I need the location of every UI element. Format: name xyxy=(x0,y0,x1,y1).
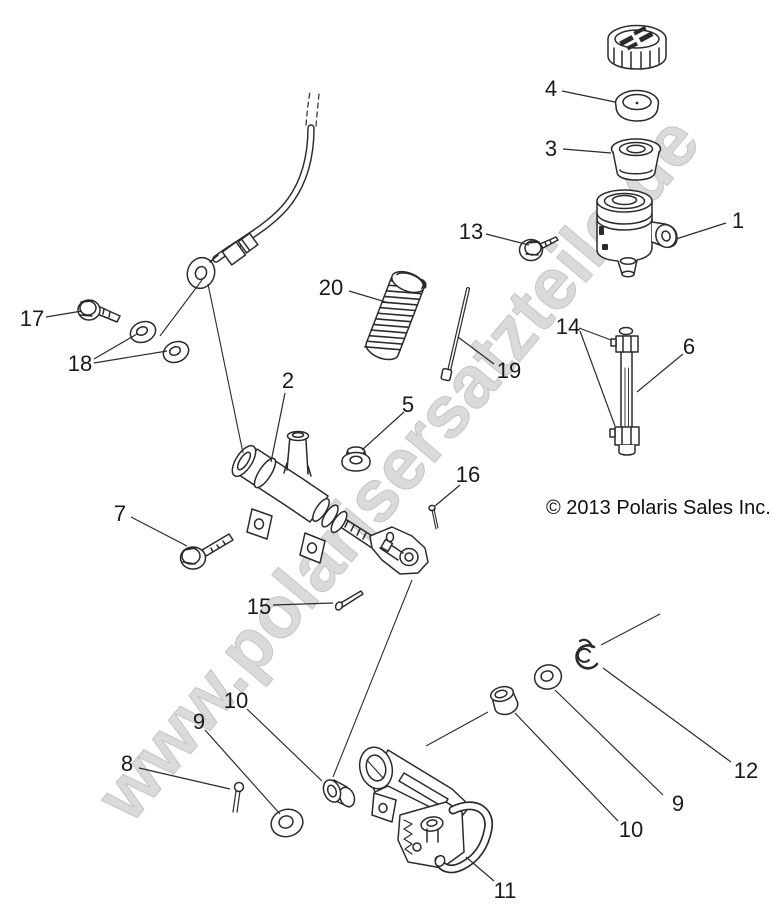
callout-5[interactable]: 5 xyxy=(402,392,414,417)
leader-line-16 xyxy=(434,484,461,507)
callout-10b[interactable]: 10 xyxy=(619,817,643,842)
callout-7[interactable]: 7 xyxy=(114,501,126,526)
reservoir-body xyxy=(596,189,678,278)
leader-line-17 xyxy=(45,310,83,318)
reservoir-cap xyxy=(607,24,667,70)
bushing-right xyxy=(489,685,519,716)
leader-line-8 xyxy=(138,767,231,790)
leader-line-6 xyxy=(636,353,684,393)
master-cylinder xyxy=(231,430,429,575)
leader-line-13 xyxy=(485,233,530,246)
clevis-pin xyxy=(334,590,364,611)
callout-19[interactable]: 19 xyxy=(497,358,521,383)
callout-2[interactable]: 2 xyxy=(282,368,294,393)
cotter-pin-small xyxy=(428,504,439,530)
washer-right xyxy=(533,664,563,690)
brake-line xyxy=(186,91,320,290)
assembly-line-5 xyxy=(600,613,661,646)
spring xyxy=(364,270,427,361)
hose-assembly xyxy=(609,326,640,456)
washer-left xyxy=(270,808,304,838)
assembly-line-3 xyxy=(332,579,413,778)
leader-line-10a xyxy=(246,708,323,782)
leader-line-15 xyxy=(272,602,334,606)
leader-line-5 xyxy=(361,411,405,451)
callout-8[interactable]: 8 xyxy=(121,751,133,776)
callout-3[interactable]: 3 xyxy=(545,136,557,161)
callout-6[interactable]: 6 xyxy=(683,334,695,359)
callout-10a[interactable]: 10 xyxy=(224,688,248,713)
callout-14[interactable]: 14 xyxy=(556,314,580,339)
diaphragm xyxy=(614,89,660,122)
callout-15[interactable]: 15 xyxy=(247,594,271,619)
callout-9b[interactable]: 9 xyxy=(672,791,684,816)
cotter-pin xyxy=(232,781,245,813)
leader-line-11 xyxy=(465,856,495,882)
callout-20[interactable]: 20 xyxy=(319,275,343,300)
leader-line-10b xyxy=(514,712,619,822)
copyright-text: © 2013 Polaris Sales Inc. xyxy=(546,497,771,519)
push-rod xyxy=(440,287,470,382)
leader-line-19 xyxy=(457,336,495,365)
leader-line-14-2 xyxy=(579,330,616,427)
leader-line-9a xyxy=(204,729,281,815)
banjo-bolt xyxy=(518,236,559,262)
assembly-line-4 xyxy=(425,711,489,747)
spring-clip xyxy=(575,638,599,670)
callout-18[interactable]: 18 xyxy=(68,351,92,376)
bolt xyxy=(77,299,121,323)
callout-17[interactable]: 17 xyxy=(20,306,44,331)
assembly-line-2 xyxy=(159,279,203,337)
flange-bolt xyxy=(179,533,234,570)
sealing-washers xyxy=(129,320,190,364)
pedal-bracket xyxy=(358,746,494,874)
callout-13[interactable]: 13 xyxy=(459,219,483,244)
reservoir-cup xyxy=(610,138,662,181)
callout-4[interactable]: 4 xyxy=(545,76,557,101)
bushing-left xyxy=(322,779,356,808)
leader-line-7 xyxy=(130,516,188,547)
assembly-line-1 xyxy=(207,283,244,454)
callout-11[interactable]: 11 xyxy=(494,878,517,903)
callout-9a[interactable]: 9 xyxy=(193,709,205,734)
callout-12[interactable]: 12 xyxy=(734,758,758,783)
grommet xyxy=(341,446,371,472)
leader-line-1 xyxy=(675,222,727,240)
leader-line-14 xyxy=(578,327,612,341)
line-art xyxy=(77,24,678,874)
leader-line-3 xyxy=(562,148,612,154)
leader-line-4 xyxy=(561,90,616,103)
callout-1[interactable]: 1 xyxy=(732,208,744,233)
leader-line-2 xyxy=(270,392,286,463)
callout-16[interactable]: 16 xyxy=(456,462,480,487)
leader-line-12 xyxy=(602,667,732,763)
leader-line-20 xyxy=(348,290,390,304)
leader-line-18 xyxy=(93,333,138,360)
leader-line-18-2 xyxy=(93,350,168,364)
leader-line-9b xyxy=(554,689,664,796)
